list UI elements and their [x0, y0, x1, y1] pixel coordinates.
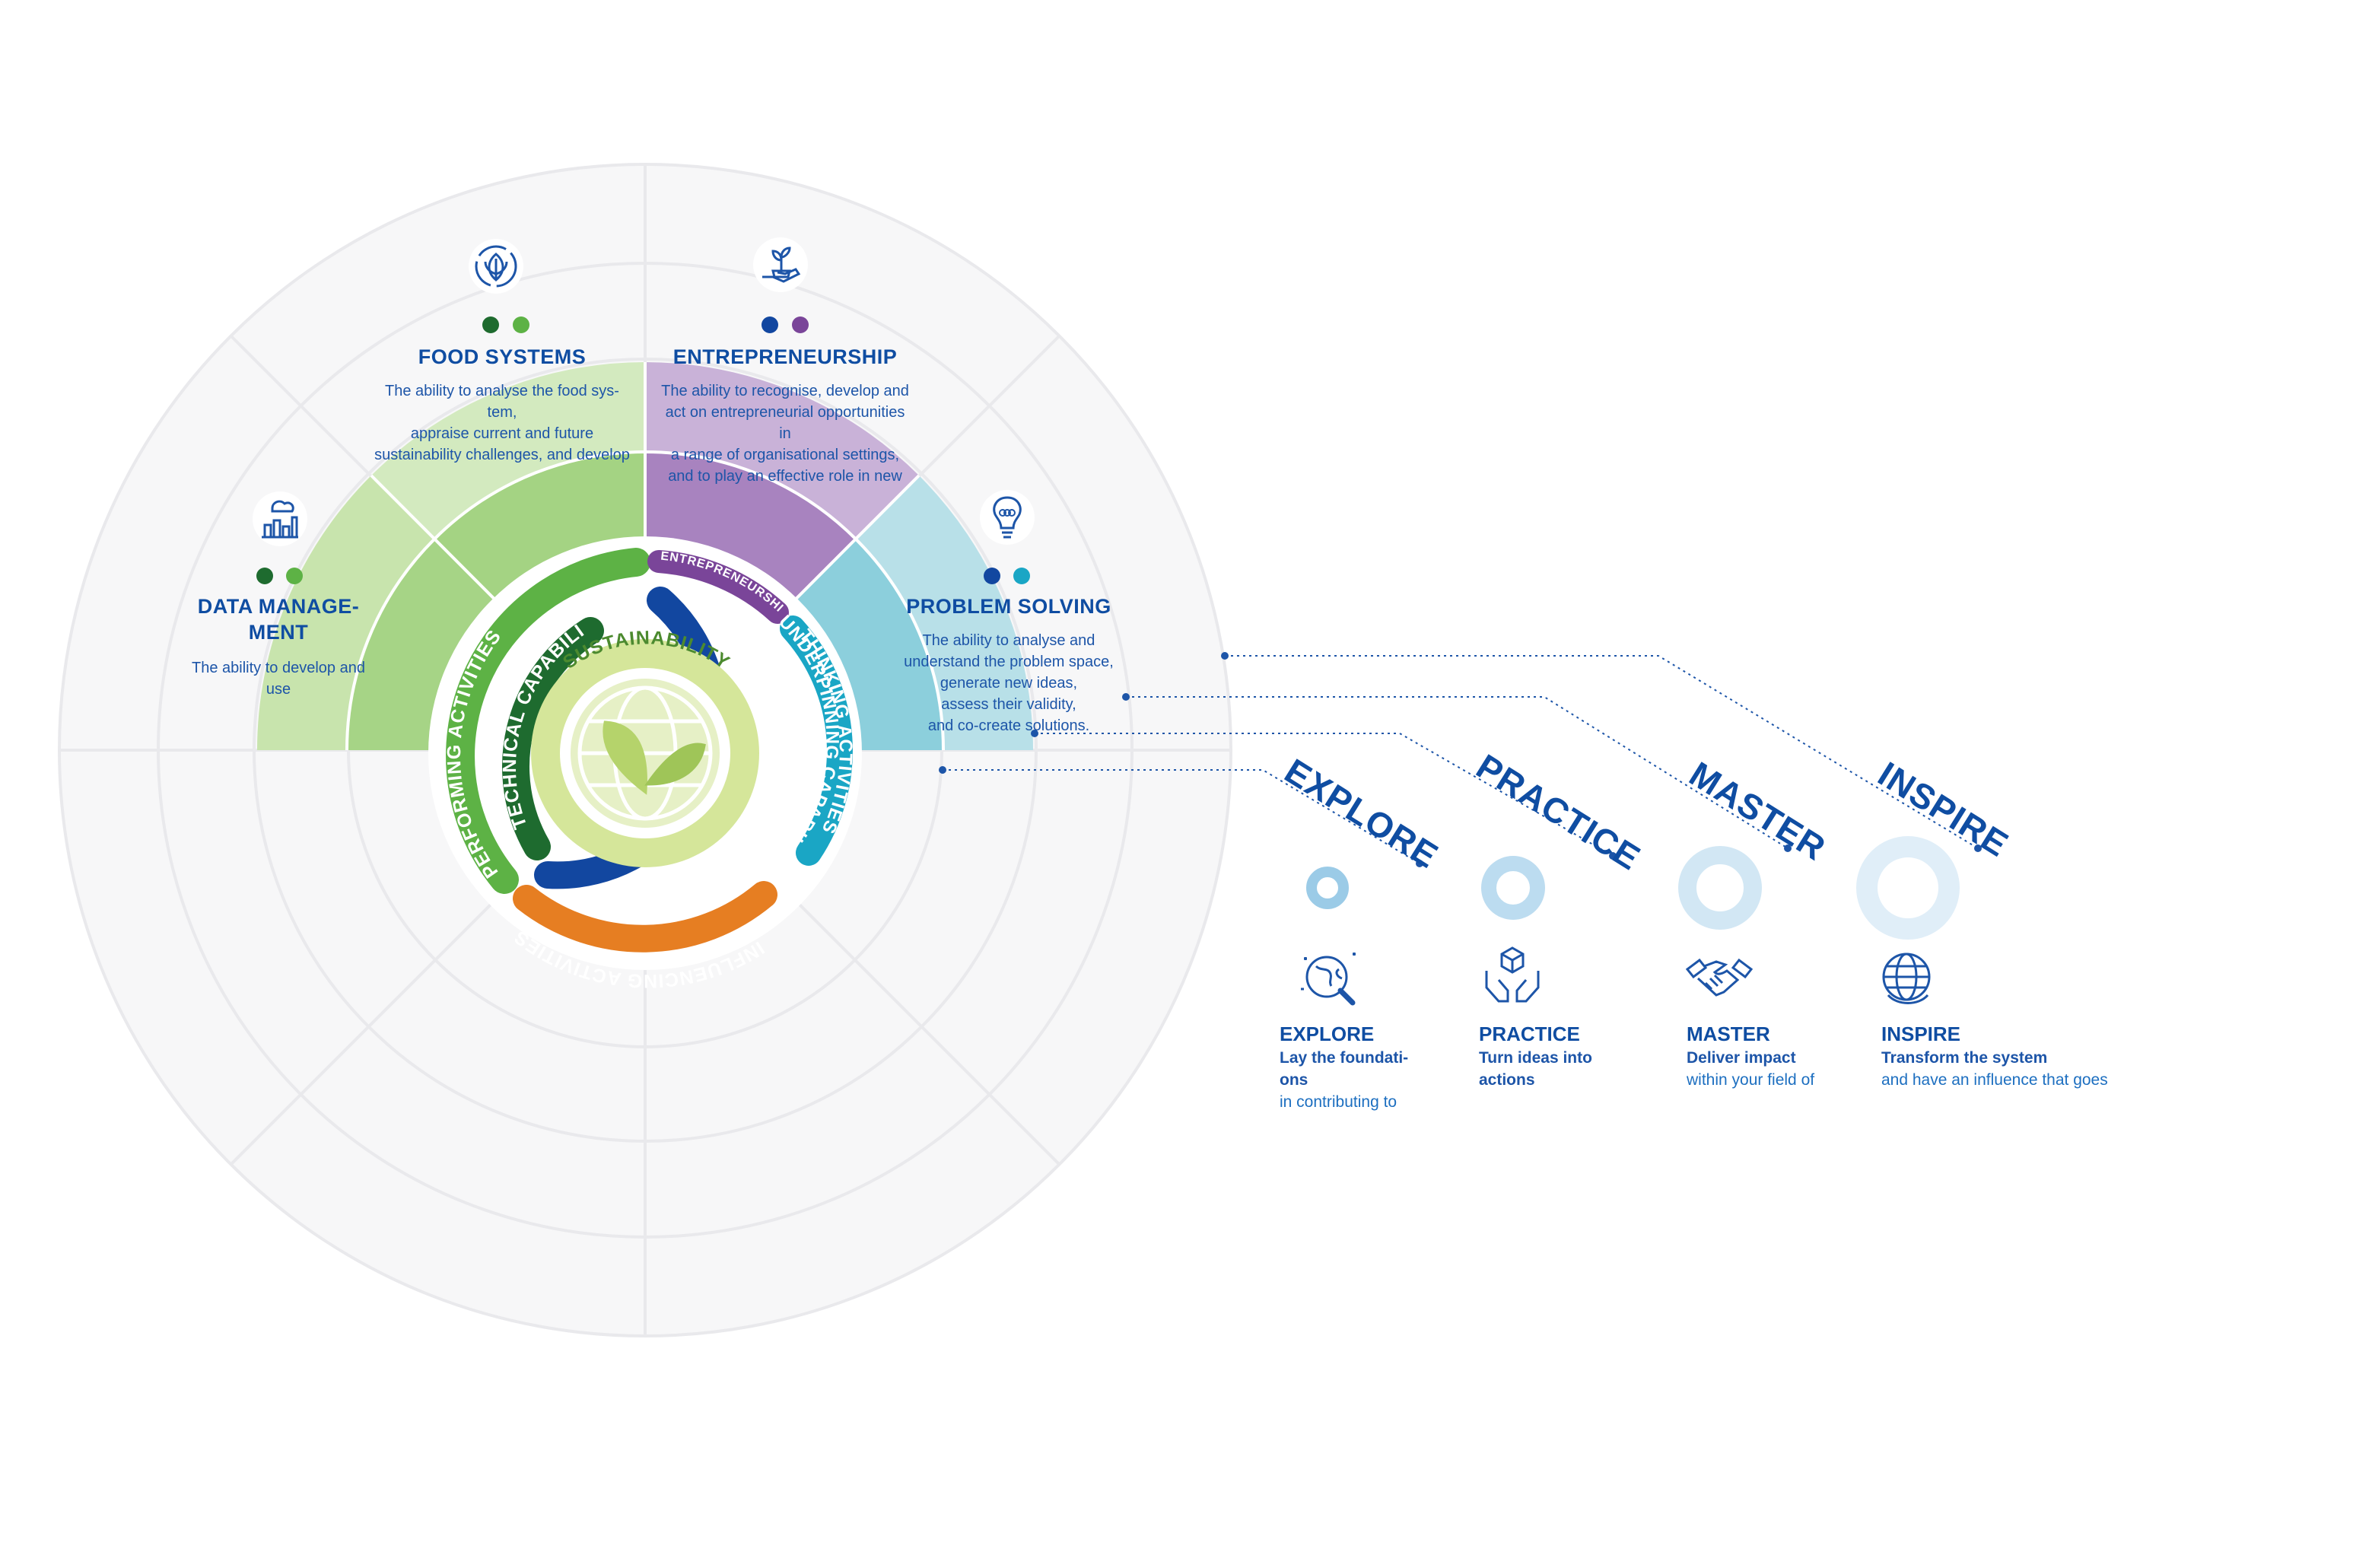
- dot-entre-purple: [792, 316, 809, 333]
- entrepreneurship-desc: The ability to recognise, develop and ac…: [661, 383, 909, 485]
- dot-food-dark-green: [482, 316, 499, 333]
- level-rings: [1306, 836, 1960, 940]
- ring-explore: [1306, 867, 1349, 909]
- ring-master: [1678, 846, 1762, 930]
- hand-plant-icon: [750, 234, 811, 299]
- food-cycle-leaf-icon: [466, 236, 526, 301]
- arc-performing-activities[interactable]: [446, 548, 650, 894]
- arc-technical-capabilities[interactable]: [502, 617, 604, 860]
- lightbulb-icon: [977, 487, 1038, 552]
- dot-problem-cyan: [1013, 568, 1030, 584]
- data-management-desc: The ability to develop and use: [192, 660, 365, 698]
- explore-title: EXPLORE: [1280, 1023, 1375, 1045]
- level-connectors: [943, 655, 1979, 864]
- globe-grid-icon: [1871, 942, 1944, 1019]
- practice-subtitle: Turn ideas into actions: [1479, 1049, 1592, 1089]
- data-cloud-chart-icon: [250, 488, 310, 553]
- dot-food-light-green: [513, 316, 529, 333]
- ring-inspire: [1856, 836, 1960, 940]
- food-systems-desc: The ability to analyse the food sys- tem…: [374, 383, 630, 463]
- handshake-icon: [1683, 942, 1756, 1019]
- dot-data-light-green: [286, 568, 303, 584]
- globe-magnifier-icon: [1293, 943, 1366, 1020]
- arc-entrepreneurship[interactable]: [647, 550, 789, 624]
- inspire-detail: and have an influence that goes: [1881, 1071, 2108, 1089]
- master-detail: within your field of: [1687, 1071, 1815, 1089]
- dot-data-dark-green: [256, 568, 273, 584]
- connector-dots: [939, 652, 1982, 867]
- explore-detail: in contributing to: [1280, 1093, 1397, 1111]
- inspire-subtitle: Transform the system: [1881, 1049, 2048, 1067]
- master-title: MASTER: [1687, 1023, 1770, 1045]
- problem-solving-desc: The ability to analyse and understand th…: [904, 632, 1114, 734]
- hands-box-icon: [1476, 940, 1549, 1017]
- globe-leaf-icon: [577, 685, 713, 821]
- inspire-title: INSPIRE: [1881, 1023, 1961, 1045]
- data-management-title: DATA MANAGE- MENT: [197, 595, 360, 644]
- problem-solving-title: PROBLEM SOLVING: [906, 595, 1111, 618]
- master-subtitle: Deliver impact: [1687, 1049, 1796, 1067]
- entrepreneurship-title: ENTREPRENEURSHIP: [672, 345, 898, 368]
- practice-title: PRACTICE: [1479, 1023, 1580, 1045]
- dot-entre-blue: [762, 316, 778, 333]
- arc-thinking-activities[interactable]: [780, 615, 853, 866]
- arc-influencing-activities[interactable]: [513, 881, 777, 953]
- ring-practice: [1481, 856, 1545, 920]
- dot-problem-blue: [984, 568, 1000, 584]
- explore-subtitle: Lay the foundati- ons: [1280, 1049, 1409, 1089]
- food-systems-title: FOOD SYSTEMS: [418, 345, 587, 368]
